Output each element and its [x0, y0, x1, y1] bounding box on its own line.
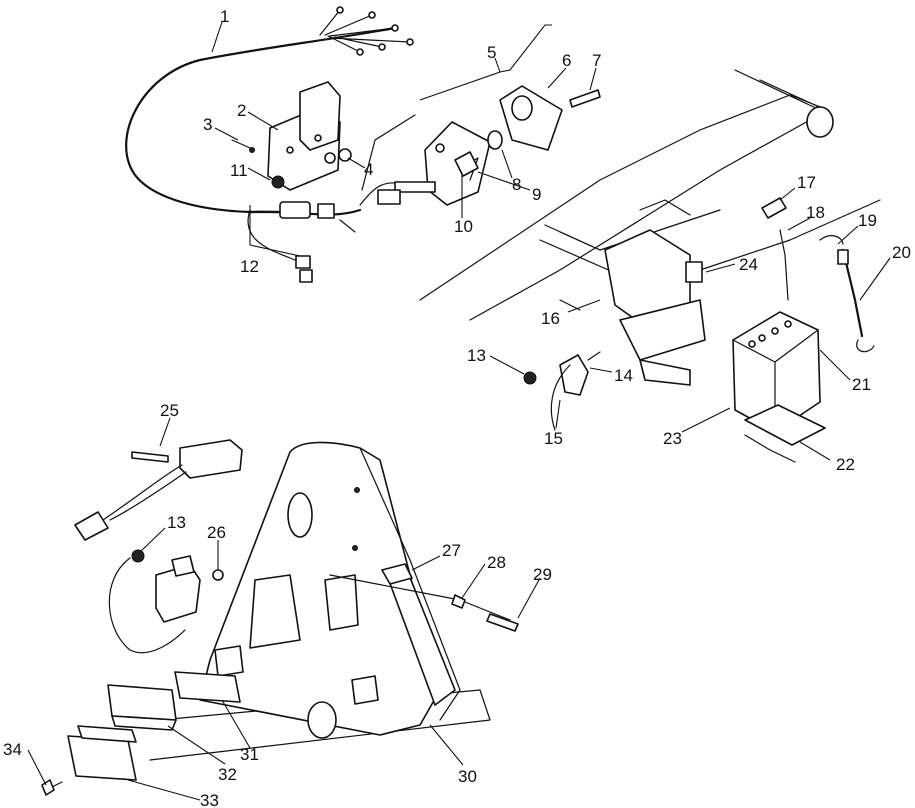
callout-labels: 1 2 3 4 5 6 7 8 9 10 11 12 13 14 15 16 1…	[3, 7, 911, 808]
mounting-hardware	[329, 563, 519, 632]
callout-6: 6	[562, 51, 571, 70]
connector-plate	[267, 81, 341, 191]
terminal-clamp-14	[550, 351, 601, 431]
callout-20: 20	[892, 243, 911, 262]
rectifier-block	[107, 671, 241, 731]
callout-30: 30	[458, 767, 477, 786]
frame-tube-assembly	[419, 69, 881, 321]
callout-24: 24	[739, 255, 758, 274]
callout-10: 10	[454, 217, 473, 236]
callout-18: 18	[806, 203, 825, 222]
callout-31: 31	[240, 745, 259, 764]
vent-tube-17-18	[761, 197, 789, 301]
callout-14: 14	[614, 366, 633, 385]
chassis-panel	[149, 441, 491, 761]
callout-33: 33	[200, 791, 219, 808]
battery-cable-19-20	[819, 235, 875, 353]
callout-19: 19	[858, 211, 877, 230]
callout-4: 4	[364, 160, 373, 179]
taillight-assembly	[361, 85, 601, 206]
wire-harness	[125, 6, 414, 283]
callout-13-upper: 13	[467, 346, 486, 365]
callout-28: 28	[487, 553, 506, 572]
cdi-box	[74, 439, 243, 541]
callout-21: 21	[852, 375, 871, 394]
leader-lines	[27, 21, 891, 801]
callout-15: 15	[544, 429, 563, 448]
callout-13-lower: 13	[167, 513, 186, 532]
callout-29: 29	[533, 565, 552, 584]
callout-26: 26	[207, 523, 226, 542]
callout-27: 27	[442, 541, 461, 560]
rectifier-cover	[41, 725, 137, 796]
callout-32: 32	[218, 765, 237, 784]
callout-17: 17	[797, 173, 816, 192]
callout-11: 11	[230, 161, 248, 180]
battery	[732, 311, 826, 463]
battery-bracket	[559, 199, 706, 386]
nut-13-upper	[523, 371, 537, 385]
callout-3: 3	[203, 115, 212, 134]
callout-5: 5	[487, 43, 496, 62]
callout-9: 9	[532, 185, 541, 204]
callout-12: 12	[240, 257, 259, 276]
callout-25: 25	[160, 401, 179, 420]
ignition-coil	[108, 549, 224, 654]
callout-34: 34	[3, 740, 22, 759]
callout-16: 16	[541, 309, 560, 328]
callout-1: 1	[220, 7, 229, 26]
callout-22: 22	[836, 455, 855, 474]
bolt-3	[231, 139, 255, 153]
callout-7: 7	[592, 51, 601, 70]
nut-11	[271, 175, 285, 189]
callout-23: 23	[663, 429, 682, 448]
callout-2: 2	[237, 101, 246, 120]
callout-8: 8	[512, 175, 521, 194]
